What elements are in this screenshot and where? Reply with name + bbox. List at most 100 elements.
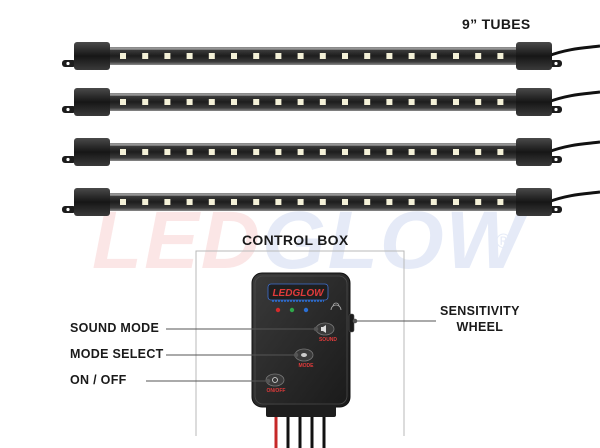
mode-dot-icon [301,353,307,357]
led-chip [430,199,437,205]
led-chip [275,149,282,155]
led-chip [120,199,126,205]
led-chip [275,99,282,105]
control-box-title: CONTROL BOX [242,232,349,248]
microphone-icon [330,302,342,311]
led-chip [364,149,371,155]
brand-logo-text: LEDGLOW [272,288,325,299]
led-chip [475,53,482,59]
led-chip [208,53,215,59]
led-chip [319,99,326,105]
led-chip [142,99,149,105]
sensitivity-wheel[interactable] [348,313,355,333]
led-chip [453,99,459,105]
mode-select-label: MODE SELECT [70,347,164,361]
leader-lines [146,318,436,384]
led-chip [231,199,237,205]
led-chip [430,149,437,155]
control-box-wires [266,405,336,448]
led-chip [408,199,415,205]
sensitivity-label-line1: SENSITIVITY [440,304,520,318]
led-chip [297,99,304,105]
led-chip [408,99,415,105]
sensitivity-wheel-label: SENSITIVITY WHEEL [440,303,520,335]
control-box-frame [195,250,405,436]
led-chip [319,53,326,59]
led-chip [253,199,260,205]
led-chip [497,99,504,105]
power-button-label: ON/OFF [267,388,286,394]
led-chip [231,99,237,105]
led-chip [142,53,149,59]
led-chip [297,199,304,205]
led-tubes-group [62,42,600,216]
led-chip [475,99,482,105]
led-chip [231,149,237,155]
led-chip [208,99,215,105]
led-chip [208,149,215,155]
mode-select-button[interactable]: MODE [294,348,315,369]
led-chip [497,149,504,155]
led-chip [475,149,482,155]
led-chip [364,199,371,205]
led-chip [342,149,348,155]
svg-text:®: ® [496,231,511,253]
indicator-light [289,307,295,313]
led-chip [453,199,459,205]
led-chip [319,149,326,155]
led-chip [475,199,482,205]
indicator-light [275,307,281,313]
led-chip [453,149,459,155]
led-chip [453,53,459,59]
led-chip [231,53,237,59]
on-off-label: ON / OFF [70,373,127,387]
led-chip [275,53,282,59]
led-chip [120,53,126,59]
led-tube-icon [62,88,600,116]
led-chip [430,53,437,59]
led-chip [342,199,348,205]
led-chip [297,149,304,155]
led-chip [253,53,260,59]
led-chip [186,53,193,59]
sound-button-label: SOUND [319,337,337,343]
led-chip [253,99,260,105]
led-chip [430,99,437,105]
led-chip [364,53,371,59]
sensitivity-label-line2: WHEEL [456,320,504,334]
led-chip [497,53,504,59]
control-box: LEDGLOW SOUND MODE ON/OFF [251,272,355,448]
indicator-light [303,307,309,313]
led-chip [164,149,171,155]
led-chip [364,99,371,105]
led-chip [208,199,215,205]
led-chip [319,199,326,205]
led-chip [164,99,171,105]
led-chip [408,149,415,155]
led-chip [186,149,193,155]
led-chip [386,149,393,155]
power-icon [272,377,278,383]
sound-mode-label: SOUND MODE [70,321,160,335]
mode-button-label: MODE [299,363,315,369]
speaker-icon [321,325,326,333]
led-chip [142,199,149,205]
led-tube-icon [62,42,600,70]
led-chip [253,149,260,155]
led-chip [342,53,348,59]
tubes-title: 9” TUBES [462,16,531,32]
led-chip [164,53,171,59]
led-chip [386,53,393,59]
led-chip [408,53,415,59]
led-chip [497,199,504,205]
led-chip [186,99,193,105]
led-chip [142,149,149,155]
led-chip [120,149,126,155]
status-indicators [275,307,309,313]
led-chip [386,99,393,105]
led-chip [186,199,193,205]
led-tube-icon [62,138,600,166]
led-chip [386,199,393,205]
led-chip [120,99,126,105]
